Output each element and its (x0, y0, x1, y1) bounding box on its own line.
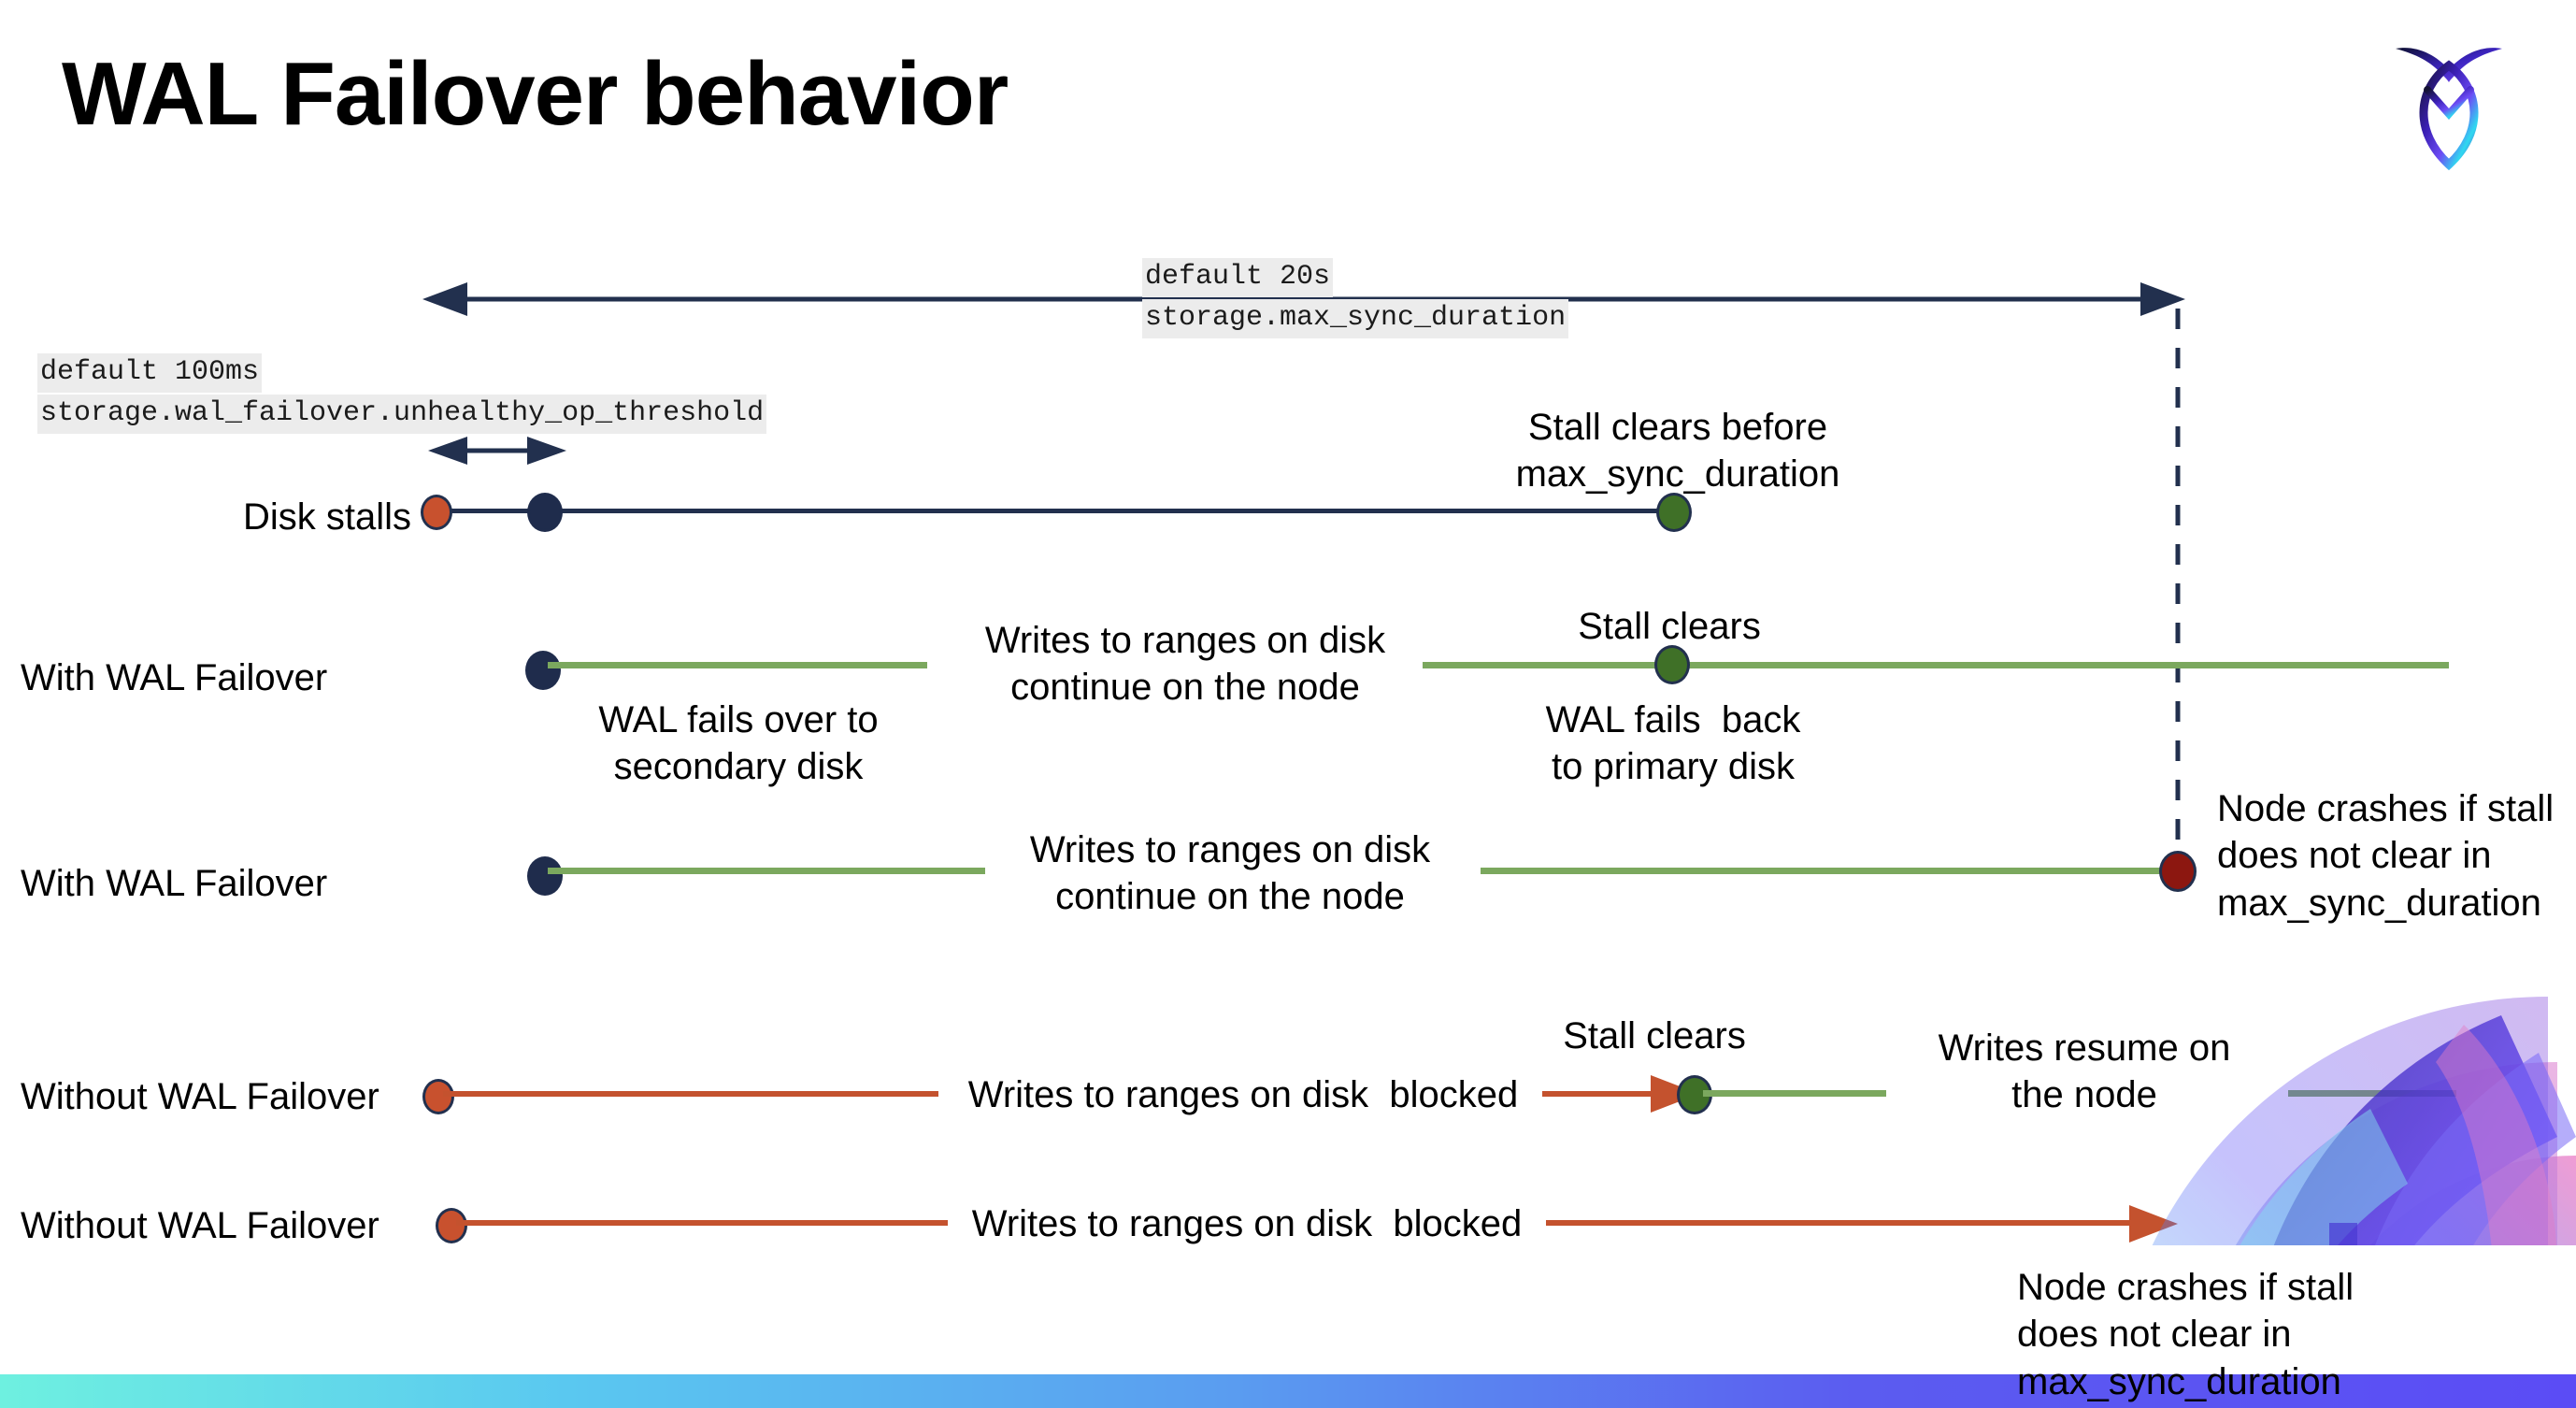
disk-stall-start-dot (421, 495, 452, 530)
max-sync-default-label: default 20s (1142, 258, 1334, 297)
with-failover-crash-line-a (548, 868, 985, 874)
with-failover-line-b (1423, 662, 2449, 668)
disk-stall-clear-dot (1656, 493, 1692, 532)
note-writes-resume: Writes resume on the node (1938, 1027, 2231, 1116)
node-crash-dot-row3 (2159, 851, 2197, 892)
note-writes-continue-2: Writes to ranges on disk continue on the… (1029, 829, 1431, 918)
without-failover-crash-line-b (1546, 1220, 2131, 1226)
note-node-crashes-row3: Node crashes if stall does not clear in … (2217, 788, 2555, 924)
wal-failover-trigger-dot (527, 493, 563, 532)
disk-stall-start-dot-row5 (436, 1208, 467, 1243)
unhealthy-setting-label: storage.wal_failover.unhealthy_op_thresh… (37, 395, 767, 434)
bottom-accent-bar (0, 1374, 2576, 1408)
row-label-without-wal-failover-1: Without WAL Failover (21, 1076, 379, 1117)
row-label-with-wal-failover-2: With WAL Failover (21, 863, 328, 904)
note-stall-clears-before: Stall clears before max_sync_duration (1515, 407, 1840, 496)
max-sync-setting-label: storage.max_sync_duration (1142, 299, 1569, 338)
disk-stall-start-dot-row4 (422, 1079, 454, 1114)
note-writes-blocked-1: Writes to ranges on disk blocked (967, 1074, 1519, 1115)
note-writes-blocked-2: Writes to ranges on disk blocked (971, 1203, 1523, 1244)
wal-failover-start-dot-1 (525, 651, 561, 690)
disk-stalls-line (437, 509, 1673, 513)
row-label-with-wal-failover-1: With WAL Failover (21, 657, 328, 698)
stall-clear-dot-row2 (1654, 645, 1690, 684)
note-wal-fails-over: WAL fails over to secondary disk (598, 699, 879, 788)
without-failover-resume-line-a (1703, 1090, 1886, 1097)
without-failover-line-a (443, 1091, 938, 1097)
note-node-crashes-row5: Node crashes if stall does not clear in … (2017, 1267, 2354, 1402)
note-writes-continue-1: Writes to ranges on disk continue on the… (984, 620, 1386, 709)
row-label-disk-stalls: Disk stalls (242, 496, 411, 538)
with-failover-line-a (548, 662, 927, 668)
without-failover-crash-line-a (456, 1220, 948, 1226)
without-failover-line-b (1542, 1091, 1664, 1097)
note-wal-fails-back: WAL fails back to primary disk (1545, 699, 1801, 788)
unhealthy-default-label: default 100ms (37, 353, 263, 393)
with-failover-crash-line-b (1481, 868, 2174, 874)
page-title: WAL Failover behavior (62, 44, 1009, 144)
row-label-without-wal-failover-2: Without WAL Failover (21, 1205, 379, 1246)
note-stall-clears-row4: Stall clears (1563, 1015, 1746, 1056)
cockroachdb-logo-icon (2388, 28, 2510, 178)
wal-failover-start-dot-2 (527, 856, 563, 896)
note-stall-clears-row2: Stall clears (1578, 606, 1761, 647)
